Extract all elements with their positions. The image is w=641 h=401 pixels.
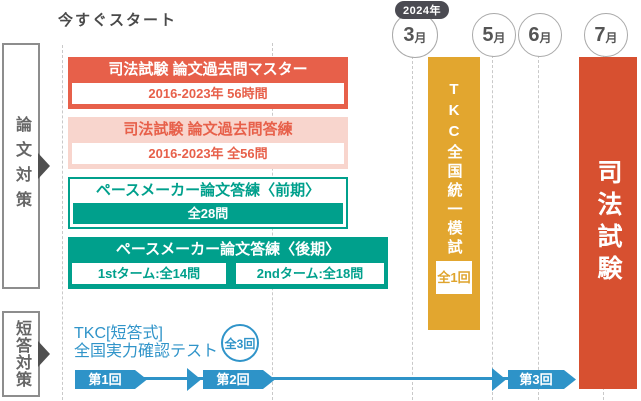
arrowhead-icon [492,368,506,391]
month-number: 5 [482,23,494,46]
course-subtitle: 2016-2023年 56時間 [72,83,344,104]
timeline-gridline-march [412,56,413,400]
month-unit: 月 [605,30,618,45]
course-title: ペースメーカー論文答練〈後期〉 [115,241,341,258]
month-number: 6 [528,23,540,46]
course-title: 司法試験 論文過去問マスター [108,61,308,78]
year-badge: 2024年 [395,1,449,19]
course-bar-pacemaker-first-term: ペースメーカー論文答練〈前期〉 全28問 [68,177,348,229]
short-answer-test-name: TKC[短答式] 全国実力確認テスト [74,325,218,361]
mock-exam-count-badge: 全1回 [436,261,472,294]
course-title: 司法試験 論文過去問答練 [123,121,293,138]
course-bar-essay-past-exam-master: 司法試験 論文過去問マスター 2016-2023年 56時間 [68,57,348,109]
month-unit: 月 [493,30,506,45]
short-answer-test-name-line1: TKC[短答式] [74,325,163,342]
course-subtitle: 2016-2023年 全56問 [72,143,344,164]
course-bar-pacemaker-second-term: ペースメーカー論文答練〈後期〉 1stターム:全14問 2ndターム:全18問 [68,237,388,289]
arrow-right-icon [38,153,50,179]
category-essay-label: 論文対策 [13,116,30,216]
short-answer-test-name-line2: 全国実力確認テスト [74,343,219,360]
start-now-label: 今すぐスタート [58,12,178,29]
timeline-gridline-may [492,55,493,400]
category-essay-box: 論文対策 [2,43,50,289]
month-number: 7 [594,23,606,46]
course-title: ペースメーカー論文答練〈前期〉 [95,182,321,199]
course-subtitle-term2: 2ndターム:全18問 [236,263,384,284]
month-number: 3 [403,23,415,46]
course-subtitle: 全28問 [73,203,343,224]
mock-exam-title-wrap: TKC全国統一模試 [428,81,480,258]
short-answer-count-badge: 全3回 [221,324,259,362]
arrowhead-icon [187,368,201,391]
month-unit: 月 [414,30,427,45]
arrow-right-icon [38,341,50,367]
category-short-answer-label: 短答対策 [13,320,30,388]
mock-exam-title: TKC全国統一模試 [445,81,463,258]
course-bar-essay-past-exam-practice: 司法試験 論文過去問答練 2016-2023年 全56問 [68,117,348,169]
month-unit: 月 [539,30,552,45]
timeline-gridline-start [62,45,63,400]
mock-exam-bar: TKC全国統一模試 全1回 [428,57,480,330]
bar-exam-title: 司法試験 [594,159,622,287]
round-3-badge: 第3回 [508,370,576,389]
course-subtitle-term1: 1stターム:全14問 [72,263,226,284]
round-2-badge: 第2回 [203,370,275,389]
category-short-answer-box: 短答対策 [2,311,50,397]
bar-exam-bar: 司法試験 [579,57,637,389]
round-1-badge: 第1回 [75,370,147,389]
short-answer-timeline-line [75,377,545,380]
timeline-gridline-june [538,55,539,400]
